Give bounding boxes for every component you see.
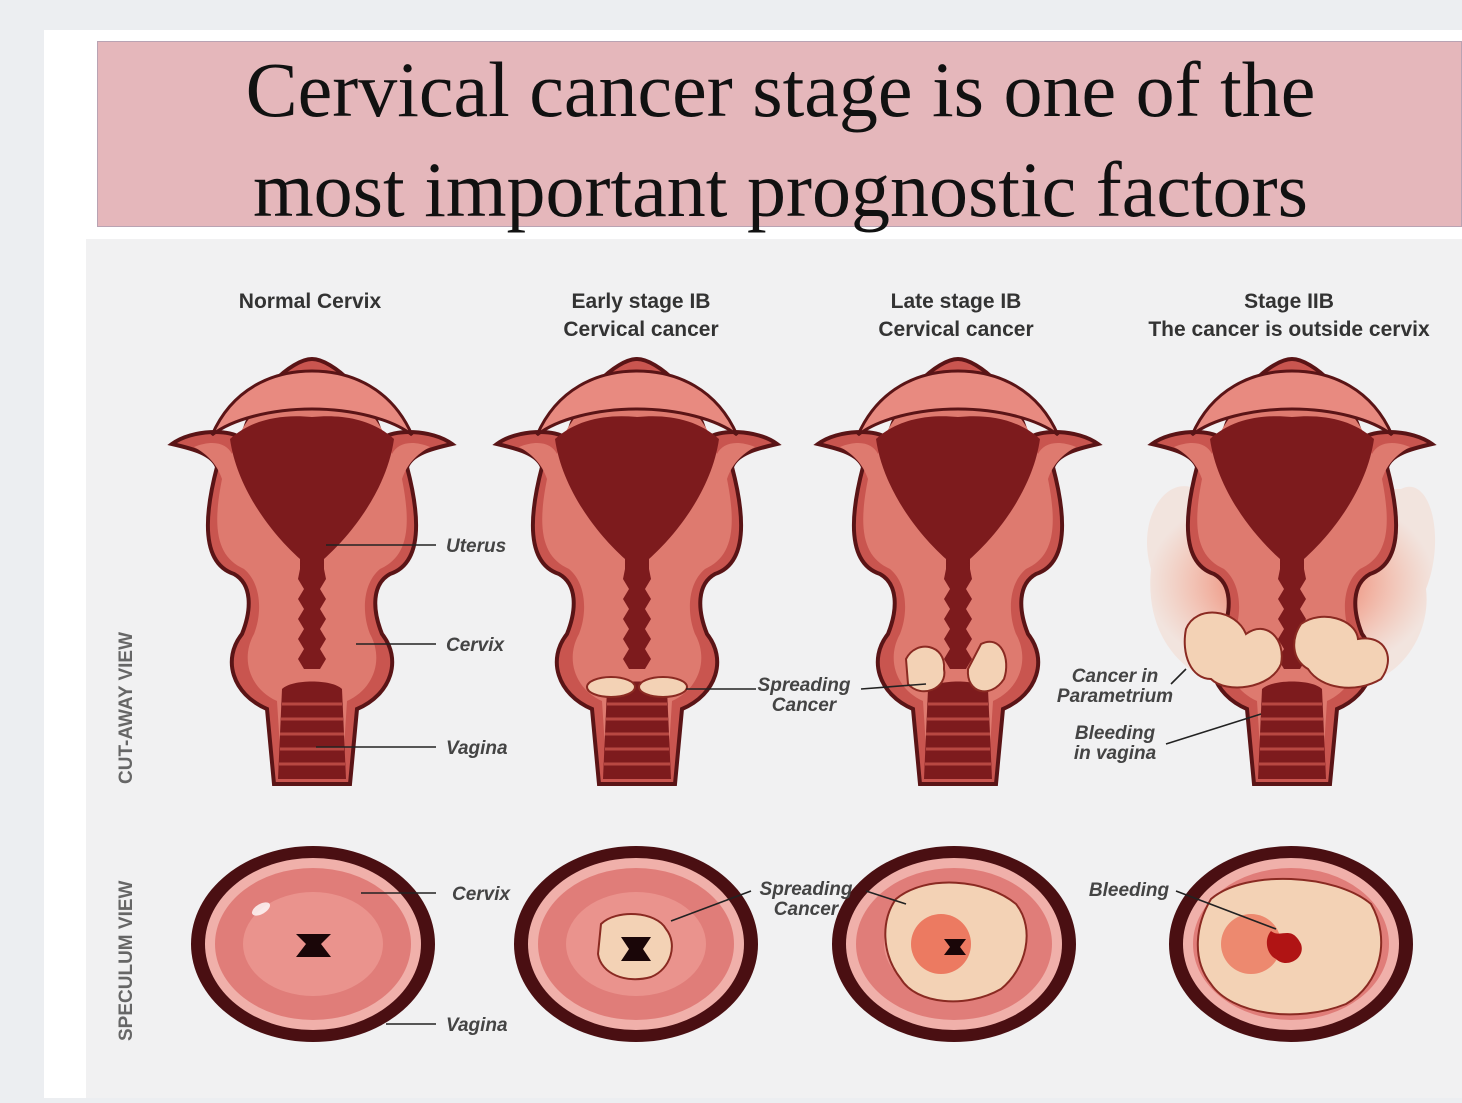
speculum-late-ib — [832, 846, 1076, 1042]
label-speculum-spreading-1: Spreading — [760, 879, 853, 900]
label-speculum-spreading-2: Cancer — [774, 899, 840, 920]
label-spreading-cancer-2: Cancer — [772, 695, 838, 716]
cervical-cancer-stages-diagram: Normal Cervix Early stage IB Cervical ca… — [86, 239, 1462, 1098]
speculum-stage-iib — [1169, 846, 1413, 1042]
label-speculum-cervix: Cervix — [452, 884, 512, 905]
label-cancer-in-parametrium-1: Cancer in — [1072, 666, 1159, 687]
label-speculum-bleeding: Bleeding — [1089, 880, 1170, 901]
header-stage-iib: Stage IIB — [1244, 290, 1334, 313]
header-early-stage-ib: Early stage IB — [572, 290, 711, 313]
speculum-early-ib — [514, 846, 758, 1042]
uterus-normal — [172, 359, 452, 784]
label-cervix: Cervix — [446, 635, 506, 656]
header-stage-iib-sub: The cancer is outside cervix — [1148, 318, 1430, 341]
uterus-late-ib — [818, 359, 1098, 784]
row-label-cutaway: CUT-AWAY VIEW — [116, 632, 137, 784]
slide-title: Cervical cancer stage is one of the most … — [98, 40, 1462, 240]
header-late-stage-ib: Late stage IB — [891, 290, 1022, 313]
label-bleeding-in-vagina-1: Bleeding — [1075, 723, 1156, 744]
speculum-normal — [191, 846, 435, 1042]
header-normal-cervix: Normal Cervix — [239, 290, 382, 313]
header-late-stage-ib-sub: Cervical cancer — [878, 318, 1033, 341]
header-early-stage-ib-sub: Cervical cancer — [563, 318, 718, 341]
uterus-stage-iib — [1147, 359, 1435, 784]
label-vagina: Vagina — [446, 738, 508, 759]
diagram-svg: Normal Cervix Early stage IB Cervical ca… — [86, 239, 1462, 1098]
label-speculum-vagina: Vagina — [446, 1015, 508, 1036]
uterus-early-ib — [497, 359, 777, 784]
row-label-speculum: SPECULUM VIEW — [116, 880, 137, 1041]
label-bleeding-in-vagina-2: in vagina — [1074, 743, 1157, 764]
label-cancer-in-parametrium-2: Parametrium — [1057, 686, 1173, 707]
slide-title-line-1: Cervical cancer stage is one of the — [246, 46, 1316, 133]
slide-title-line-2: most important prognostic factors — [253, 146, 1308, 233]
label-spreading-cancer-1: Spreading — [758, 675, 851, 696]
label-uterus: Uterus — [446, 536, 506, 557]
